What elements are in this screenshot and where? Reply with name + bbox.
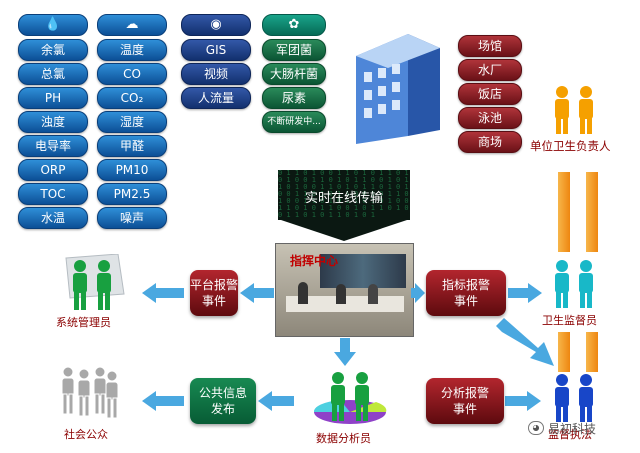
watermark-text: 易初科技 [548, 421, 597, 436]
water-item: 水温 [18, 207, 88, 229]
video-item: 视频 [181, 63, 251, 85]
air-item: 温度 [97, 39, 167, 61]
bio-item: 大肠杆菌 [262, 63, 326, 85]
arrow-down-icon [334, 338, 356, 366]
bio-icon: ✿ [288, 17, 300, 32]
data-analyst-icon [313, 372, 387, 424]
command-center-label: 指挥中心 [290, 254, 339, 268]
venue-item: 饭店 [458, 83, 522, 105]
sys-admin-label: 系统管理员 [56, 316, 111, 329]
command-center-photo: 指挥中心 [275, 243, 414, 337]
water-item: 总氯 [18, 63, 88, 85]
air-item: 湿度 [97, 111, 167, 133]
venue-item: 泳池 [458, 107, 522, 129]
public-icon [61, 366, 119, 419]
wechat-icon: ◕ [528, 421, 544, 435]
unit-health-person-icon [555, 86, 593, 134]
orange-connector [586, 172, 598, 252]
video-item: GIS [181, 39, 251, 61]
bio-item: 尿素 [262, 87, 326, 109]
platform-alarm-box: 平台报警 事件 [190, 270, 238, 316]
bio-item: 军团菌 [262, 39, 326, 61]
air-item: PM2.5 [97, 183, 167, 205]
public-label: 社会公众 [64, 428, 108, 441]
building-icon [356, 34, 440, 144]
air-item: CO [97, 63, 167, 85]
water-item: 余氯 [18, 39, 88, 61]
public-info-line2: 发布 [210, 402, 235, 416]
transmission-label: 实时在线传输 [304, 191, 383, 206]
indicator-alarm-box: 指标报警 事件 [426, 270, 506, 316]
arrow-right-icon [505, 391, 541, 411]
arrow-right-icon [411, 283, 425, 303]
venue-item: 水厂 [458, 59, 522, 81]
platform-alarm-line1: 平台报警 [190, 278, 239, 292]
arrow-left-icon [142, 283, 184, 303]
analysis-alarm-line1: 分析报警 [440, 386, 489, 400]
air-header: ☁ [97, 14, 167, 36]
indicator-alarm-line2: 事件 [453, 294, 478, 308]
platform-alarm-line2: 事件 [201, 294, 226, 308]
venue-item: 商场 [458, 131, 522, 153]
arrow-diagonal-icon [496, 318, 554, 366]
bio-header: ✿ [262, 14, 326, 36]
cloud-icon: ☁ [125, 17, 139, 32]
watermark: ◕ 易初科技 [528, 418, 636, 438]
water-item: TOC [18, 183, 88, 205]
bio-item: 不断研发中... [262, 111, 326, 133]
public-info-line1: 公共信息 [198, 386, 247, 400]
water-item: PH [18, 87, 88, 109]
orange-connector [558, 172, 570, 252]
down-arrow-icon [278, 219, 410, 241]
arrow-left-icon [258, 391, 294, 411]
enforcement-icon [555, 374, 593, 422]
arrow-left-icon [240, 283, 274, 303]
analysis-alarm-line2: 事件 [452, 402, 477, 416]
orange-connector [586, 332, 598, 372]
orange-connector [558, 332, 570, 372]
water-item: 浊度 [18, 111, 88, 133]
indicator-alarm-line1: 指标报警 [441, 278, 490, 292]
water-item: ORP [18, 159, 88, 181]
air-item: PM10 [97, 159, 167, 181]
health-supervisor-label: 卫生监督员 [542, 314, 597, 327]
video-item: 人流量 [181, 87, 251, 109]
eye-icon: ◉ [210, 17, 222, 32]
video-header: ◉ [181, 14, 251, 36]
air-item: 甲醛 [97, 135, 167, 157]
unit-health-label: 单位卫生负责人 [530, 139, 611, 153]
water-drop-icon: 💧 [44, 17, 62, 32]
water-header: 💧 [18, 14, 88, 36]
analysis-alarm-box: 分析报警 事件 [426, 378, 504, 424]
matrix-code: 0 1 1 0 1 0 0 1 1 0 1 0 1 1 0 1 0 1 0 0 … [278, 170, 409, 219]
health-supervisor-icon [555, 260, 593, 308]
transmission-panel: 0 1 1 0 1 0 0 1 1 0 1 0 1 1 0 1 0 1 0 0 … [278, 170, 410, 220]
sys-admin-icon [65, 254, 125, 310]
air-item: CO₂ [97, 87, 167, 109]
venue-item: 场馆 [458, 35, 522, 57]
enforcement-label: 监督执法 [548, 428, 592, 441]
public-info-box: 公共信息 发布 [190, 378, 256, 424]
air-item: 噪声 [97, 207, 167, 229]
water-item: 电导率 [18, 135, 88, 157]
arrow-right-icon [508, 283, 542, 303]
data-analyst-label: 数据分析员 [316, 432, 371, 445]
arrow-left-icon [142, 391, 184, 411]
